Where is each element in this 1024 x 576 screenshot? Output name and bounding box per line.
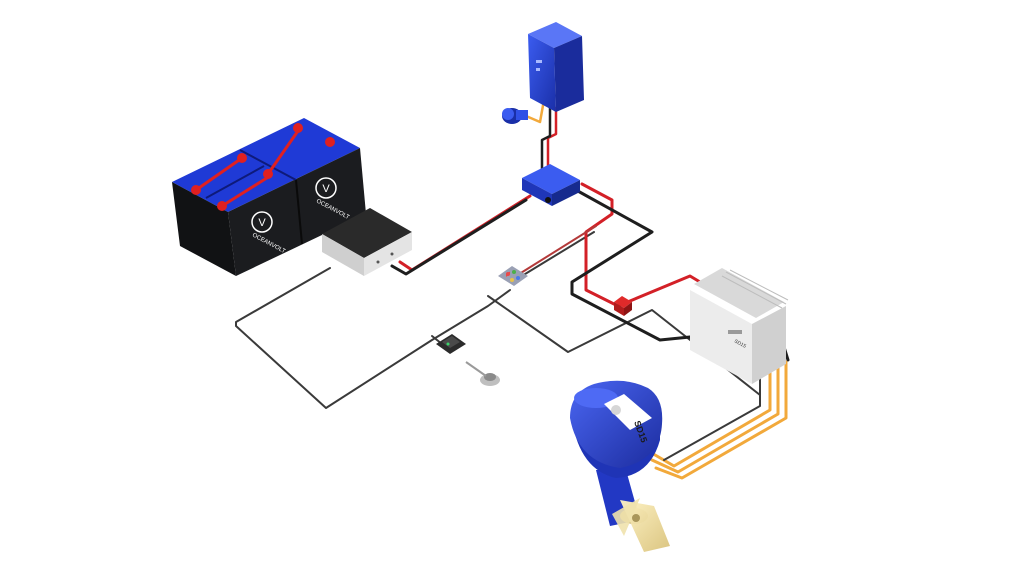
svg-text:V: V [322,183,330,195]
charger-cable-black [540,106,552,174]
signal-cable-upper [511,231,595,283]
propeller [612,498,670,552]
battery-bank: V OCEANVOLT V OCEANVOLT [172,118,366,276]
shore-power-cable [524,98,546,124]
junction-box [522,164,580,206]
battery-charger [528,22,584,112]
throttle-lever [465,361,500,386]
signal-cable [235,267,511,409]
negative-cable-battery [390,198,528,276]
saildrive-motor: SD15 [570,380,670,552]
battery-terminals [191,123,335,211]
display-unit [436,334,466,354]
shore-power-plug [502,108,528,124]
positive-cable-controller [580,182,702,308]
svg-text:V: V [258,217,266,229]
main-breaker [614,296,632,316]
charger-cable-red [546,106,558,172]
motor-controller: SD15 [690,268,789,384]
bms-unit [322,208,412,276]
controller-model-label: SD15 [733,338,747,349]
positive-cable-battery [398,194,532,272]
switch-panel [498,266,528,286]
panel-cable-red [515,225,597,277]
